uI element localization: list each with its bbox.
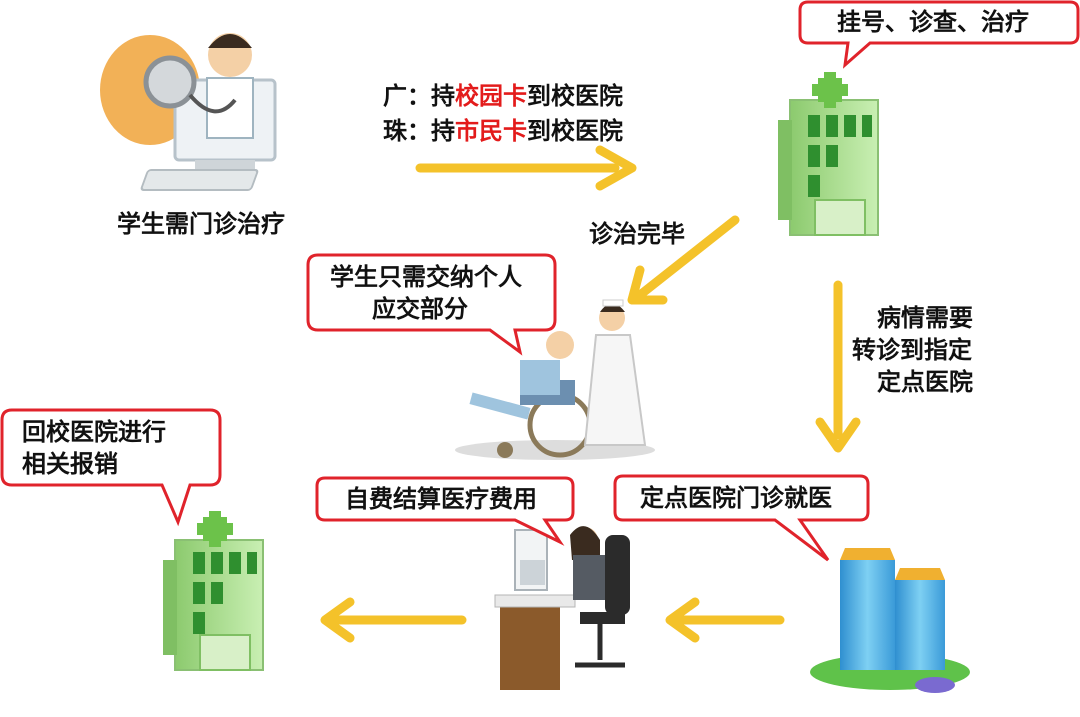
school-hospital-icon-bottom	[163, 511, 264, 671]
route-zh-suffix: 到校医院	[527, 117, 623, 145]
route-gz-suffix: 到校医院	[527, 82, 623, 110]
label-transfer-line3: 定点医院	[877, 368, 973, 396]
bubble-designated-text: 定点医院门诊就医	[640, 484, 832, 512]
route-gz-prefix: 广：持	[383, 82, 455, 110]
label-transfer-line2: 转诊到指定	[852, 336, 972, 364]
arrow-to-school-reimburse	[320, 597, 467, 643]
school-hospital-icon-top	[778, 72, 879, 236]
bubble-self-pay	[315, 476, 575, 546]
arrow-transfer-down	[815, 280, 861, 453]
label-student-needs: 学生需门诊治疗	[117, 210, 285, 238]
bubble-self-pay-text: 自费结算医疗费用	[345, 485, 537, 513]
route-zhuhai: 珠：持市民卡到校医院	[383, 115, 623, 147]
label-treatment-done: 诊治完毕	[589, 220, 685, 248]
label-transfer-line1: 病情需要	[877, 304, 973, 332]
bubble-pay-line2: 应交部分	[372, 295, 468, 323]
route-zh-prefix: 珠：持	[383, 117, 455, 145]
doctor-computer-icon	[100, 33, 277, 191]
arrow-treatment-done	[627, 215, 740, 305]
route-zh-card: 市民卡	[455, 117, 527, 145]
route-guangzhou: 广：持校园卡到校医院	[383, 80, 623, 112]
bubble-register	[798, 0, 1080, 69]
bubble-reimburse-line1: 回校医院进行	[22, 418, 166, 446]
route-gz-card: 校园卡	[455, 82, 527, 110]
bubble-reimburse-line2: 相关报销	[22, 450, 118, 478]
designated-hospital-icon	[810, 548, 970, 693]
cashier-desk-icon	[494, 526, 630, 690]
arrow-to-school-hospital	[415, 145, 637, 191]
bubble-reimburse	[0, 408, 222, 527]
bubble-designated	[613, 474, 870, 562]
bubble-pay-line1: 学生只需交纳个人	[330, 263, 522, 291]
bubble-register-text: 挂号、诊查、治疗	[837, 8, 1029, 36]
wheelchair-nurse-icon	[455, 299, 655, 460]
bubble-student-pay	[306, 253, 557, 356]
arrow-to-cashier	[665, 597, 785, 643]
